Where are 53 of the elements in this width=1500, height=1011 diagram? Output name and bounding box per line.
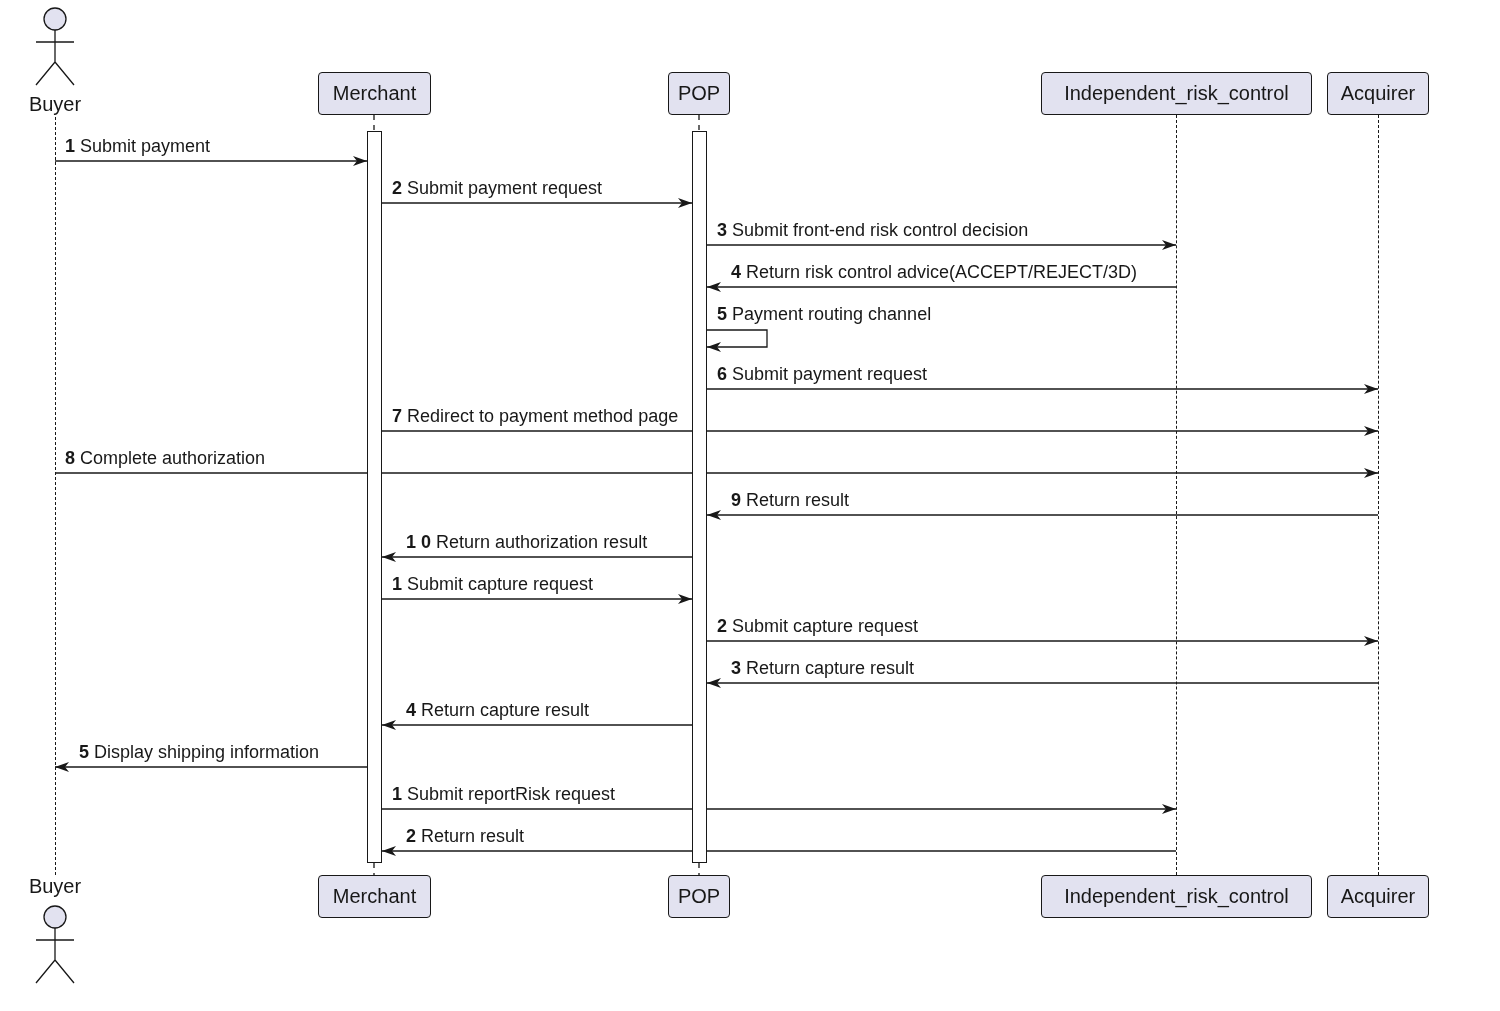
- message-label: 7 Redirect to payment method page: [392, 406, 679, 427]
- message-label: 5 Display shipping information: [79, 742, 320, 763]
- message-label: 5 Payment routing channel: [717, 304, 932, 325]
- message-label: 6 Submit payment request: [717, 364, 928, 385]
- lifeline: [698, 862, 700, 876]
- message-arrow: [706, 636, 1379, 646]
- activation-bar: [367, 131, 382, 863]
- message-label: 1 Submit reportRisk request: [392, 784, 616, 805]
- message-arrow: [381, 846, 1177, 856]
- message-label: 8 Complete authorization: [65, 448, 266, 469]
- lifeline: [698, 114, 700, 132]
- message-arrow: [54, 156, 368, 166]
- message-label: 9 Return result: [731, 490, 850, 511]
- lifeline: [373, 862, 375, 876]
- message-arrow: [706, 384, 1379, 394]
- message-label: 2 Submit capture request: [717, 616, 919, 637]
- message-arrow: [706, 678, 1379, 688]
- message-arrow: [381, 594, 693, 604]
- message-label: 2 Submit payment request: [392, 178, 603, 199]
- participant-box: Independent_risk_control: [1041, 72, 1312, 115]
- participant-box: Merchant: [318, 72, 431, 115]
- message-arrow: [381, 720, 693, 730]
- message-arrow: [381, 804, 1177, 814]
- participant-box: Merchant: [318, 875, 431, 918]
- participant-box: Acquirer: [1327, 72, 1429, 115]
- message-arrow: [381, 198, 693, 208]
- lifeline: [373, 114, 375, 132]
- activation-bar: [692, 131, 707, 863]
- message-label: 1 0 Return authorization result: [406, 532, 648, 553]
- message-arrow: [706, 240, 1177, 250]
- participant-box: POP: [668, 72, 730, 115]
- lifeline: [1176, 115, 1178, 875]
- message-arrow: [706, 510, 1379, 520]
- message-label: 1 Submit capture request: [392, 574, 594, 595]
- message-label: 2 Return result: [406, 826, 525, 847]
- message-arrow: [381, 426, 1379, 436]
- participant-box: Acquirer: [1327, 875, 1429, 918]
- lifeline: [55, 117, 57, 875]
- message-label: 4 Return capture result: [406, 700, 590, 721]
- message-arrow: [54, 468, 1379, 478]
- lifeline: [1378, 115, 1380, 875]
- message-arrow: [54, 762, 368, 772]
- self-message-arrow: [706, 329, 768, 352]
- participant-box: POP: [668, 875, 730, 918]
- message-arrow: [381, 552, 693, 562]
- message-label: 1 Submit payment: [65, 136, 211, 157]
- message-label: 3 Return capture result: [731, 658, 915, 679]
- actor-label: Buyer: [27, 875, 83, 898]
- message-arrow: [706, 282, 1177, 292]
- actor-label: Buyer: [27, 93, 83, 116]
- message-label: 4 Return risk control advice(ACCEPT/REJECT/3D): [731, 262, 1138, 283]
- message-label: 3 Submit front-end risk control decision: [717, 220, 1029, 241]
- participant-box: Independent_risk_control: [1041, 875, 1312, 918]
